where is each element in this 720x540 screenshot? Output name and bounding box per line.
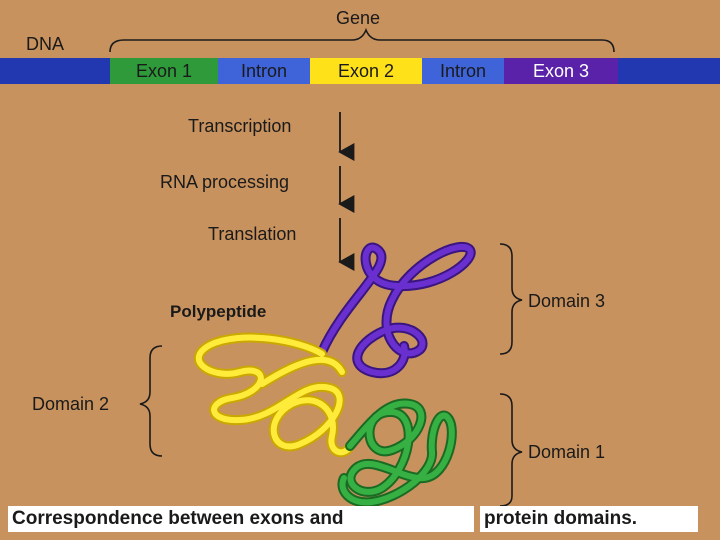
bracket-domain-3 bbox=[500, 244, 522, 354]
protein-domain-3 bbox=[322, 247, 471, 373]
domain-1-label: Domain 1 bbox=[528, 442, 605, 463]
protein-domain-2 bbox=[199, 338, 350, 453]
polypeptide-label: Polypeptide bbox=[170, 302, 266, 322]
bracket-domain-1 bbox=[500, 394, 522, 506]
bracket-domain-2 bbox=[140, 346, 162, 456]
caption-right: protein domains. bbox=[480, 506, 698, 532]
protein-domain-1 bbox=[342, 403, 451, 502]
domain-2-label: Domain 2 bbox=[32, 394, 109, 415]
domain-3-label: Domain 3 bbox=[528, 291, 605, 312]
caption-left: Correspondence between exons and bbox=[8, 506, 474, 532]
